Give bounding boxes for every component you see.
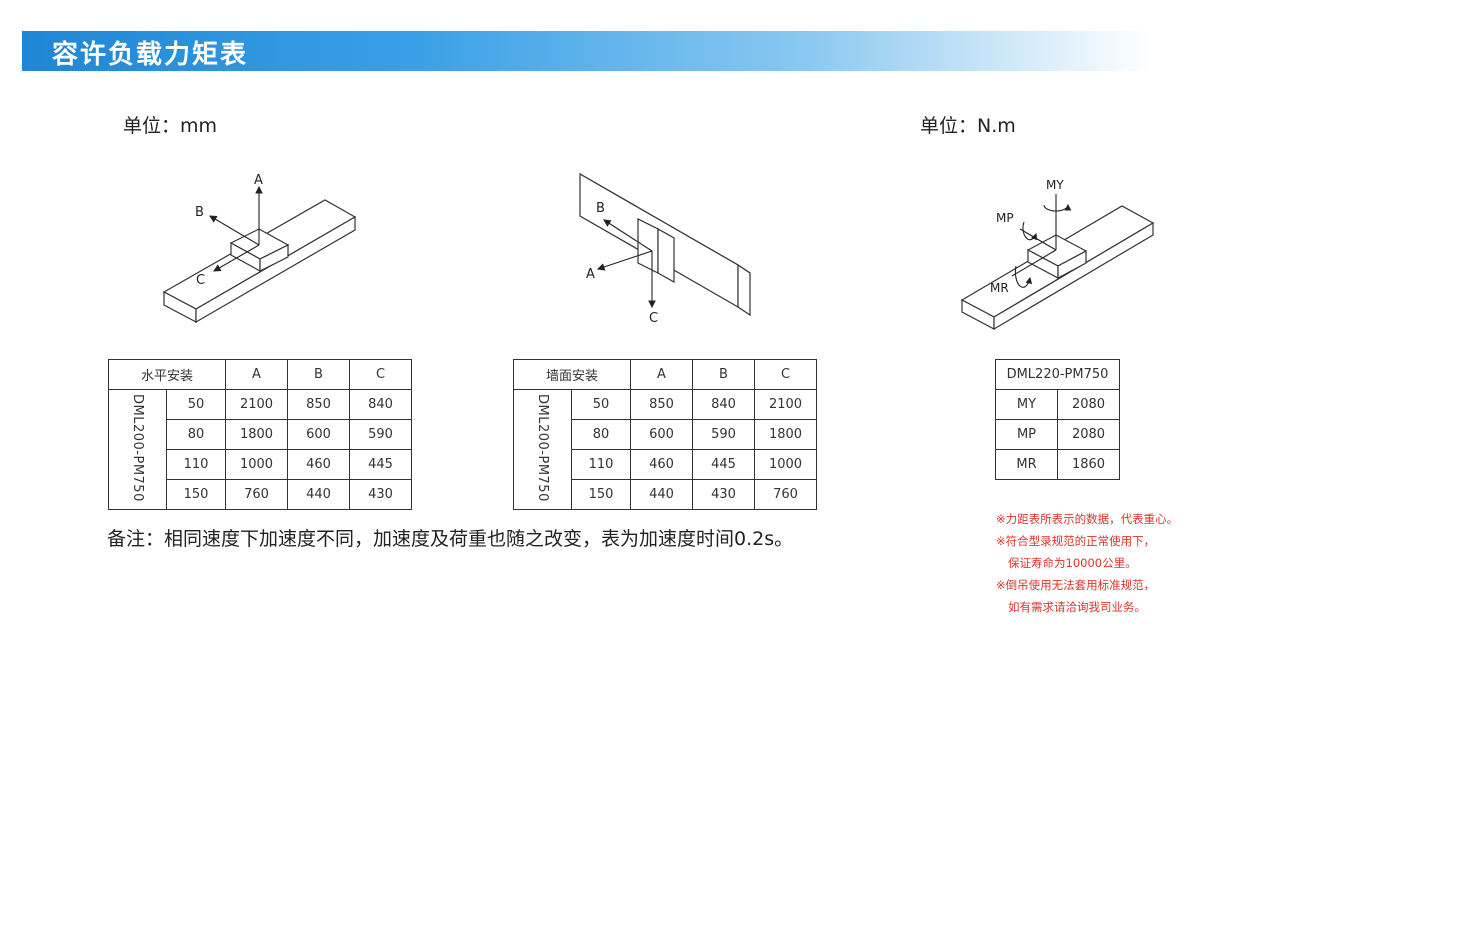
table-row: MR 1860 <box>995 449 1120 480</box>
axis-label-a: A <box>254 173 263 188</box>
model-cell: DML200-PM750 <box>108 389 167 510</box>
table-header-cell: C <box>349 359 412 390</box>
table-cell: 600 <box>630 419 693 450</box>
table-row: MP 2080 <box>995 419 1120 450</box>
table-header-cell: 墙面安装 <box>513 359 631 390</box>
table-row: MY 2080 <box>995 389 1120 420</box>
moment-label-my: MY <box>1046 178 1064 192</box>
table-header-cell: B <box>692 359 755 390</box>
table-header-row: 墙面安装 A B C <box>513 359 817 390</box>
table-cell: 1800 <box>225 419 288 450</box>
table-header-cell: C <box>754 359 817 390</box>
red-note-line: 如有需求请洽询我司业务。 <box>1008 600 1146 614</box>
table-cell: 590 <box>692 419 755 450</box>
table-cell: 150 <box>166 479 226 510</box>
horizontal-mount-diagram: A B C <box>162 173 357 324</box>
table-cell: MY <box>995 389 1058 420</box>
table-cell: 600 <box>287 419 350 450</box>
moment-label-mr: MR <box>990 281 1009 295</box>
moment-table: DML220-PM750 MY 2080 MP 2080 MR 1860 <box>995 359 1120 480</box>
table-header-row: 水平安装 A B C <box>108 359 412 390</box>
table-cell: 1860 <box>1057 449 1120 480</box>
table-cell: 150 <box>571 479 631 510</box>
table-header-cell: 水平安装 <box>108 359 226 390</box>
table-cell: 460 <box>287 449 350 480</box>
table-cell: 445 <box>349 449 412 480</box>
model-name: DML200-PM750 <box>535 393 550 502</box>
axis-label-c: C <box>649 311 658 326</box>
moment-diagram: MY MP MR <box>960 178 1155 331</box>
table-row: 150 440 430 760 <box>514 479 817 510</box>
table-cell: 1800 <box>754 419 817 450</box>
table-header-cell: A <box>630 359 693 390</box>
table-row: 110 1000 460 445 <box>109 449 412 480</box>
table-cell: 430 <box>349 479 412 510</box>
table-cell: 760 <box>754 479 817 510</box>
table-cell: 840 <box>349 389 412 420</box>
red-note-line: ※力距表所表示的数据，代表重心。 <box>996 512 1179 526</box>
wall-mount-table: 墙面安装 A B C DML200-PM750 50 850 840 2100 … <box>513 359 817 510</box>
table-header-row: DML220-PM750 <box>995 359 1120 390</box>
table-header-cell: B <box>287 359 350 390</box>
table-cell: 110 <box>571 449 631 480</box>
table-header-cell: DML220-PM750 <box>995 359 1120 390</box>
table-cell: 80 <box>166 419 226 450</box>
table-row: DML200-PM750 50 850 840 2100 <box>513 389 817 510</box>
model-cell: DML200-PM750 <box>513 389 572 510</box>
table-cell: 80 <box>571 419 631 450</box>
table-row: DML200-PM750 50 2100 850 840 <box>108 389 412 510</box>
axis-label-a: A <box>586 267 595 282</box>
wall-mount-diagram: B A C <box>579 172 751 326</box>
unit-label-mm: 单位：mm <box>123 115 218 137</box>
table-cell: 760 <box>225 479 288 510</box>
moment-label-mp: MP <box>996 211 1014 225</box>
table-cell: MP <box>995 419 1058 450</box>
header-banner: 容许负载力矩表 <box>22 31 1152 71</box>
table-cell: 1000 <box>225 449 288 480</box>
model-name: DML200-PM750 <box>130 393 145 502</box>
table-cell: 840 <box>692 389 755 420</box>
table-cell: 2080 <box>1057 389 1120 420</box>
red-note-line: ※符合型录规范的正常使用下， <box>996 534 1156 548</box>
table-cell: 460 <box>630 449 693 480</box>
table-cell: 440 <box>630 479 693 510</box>
horizontal-mount-table: 水平安装 A B C DML200-PM750 50 2100 850 840 … <box>108 359 412 510</box>
table-row: 80 600 590 1800 <box>514 419 817 450</box>
axis-label-b: B <box>596 201 605 216</box>
axis-label-c: C <box>196 273 205 288</box>
red-notes: ※力距表所表示的数据，代表重心。 ※符合型录规范的正常使用下， 保证寿命为100… <box>996 508 1178 618</box>
table-cell: 110 <box>166 449 226 480</box>
red-note-line: 保证寿命为10000公里。 <box>1008 556 1137 570</box>
table-cell: 2100 <box>225 389 288 420</box>
table-cell: 2080 <box>1057 419 1120 450</box>
red-note-line: ※倒吊使用无法套用标准规范， <box>996 578 1156 592</box>
table-cell: 440 <box>287 479 350 510</box>
unit-label-nm: 单位：N.m <box>920 115 1016 137</box>
table-cell: 1000 <box>754 449 817 480</box>
table-row: 150 760 440 430 <box>109 479 412 510</box>
table-cell: 2100 <box>754 389 817 420</box>
axis-label-b: B <box>195 205 204 220</box>
page-title: 容许负载力矩表 <box>52 40 249 70</box>
table-row: 80 1800 600 590 <box>109 419 412 450</box>
table-cell: 850 <box>630 389 693 420</box>
table-header-cell: A <box>225 359 288 390</box>
table-cell: 445 <box>692 449 755 480</box>
table-cell: MR <box>995 449 1058 480</box>
table-cell: 50 <box>166 389 226 420</box>
table-cell: 430 <box>692 479 755 510</box>
table-cell: 850 <box>287 389 350 420</box>
table-cell: 590 <box>349 419 412 450</box>
remark-note: 备注：相同速度下加速度不同，加速度及荷重也随之改变，表为加速度时间0.2s。 <box>107 528 794 550</box>
table-cell: 50 <box>571 389 631 420</box>
